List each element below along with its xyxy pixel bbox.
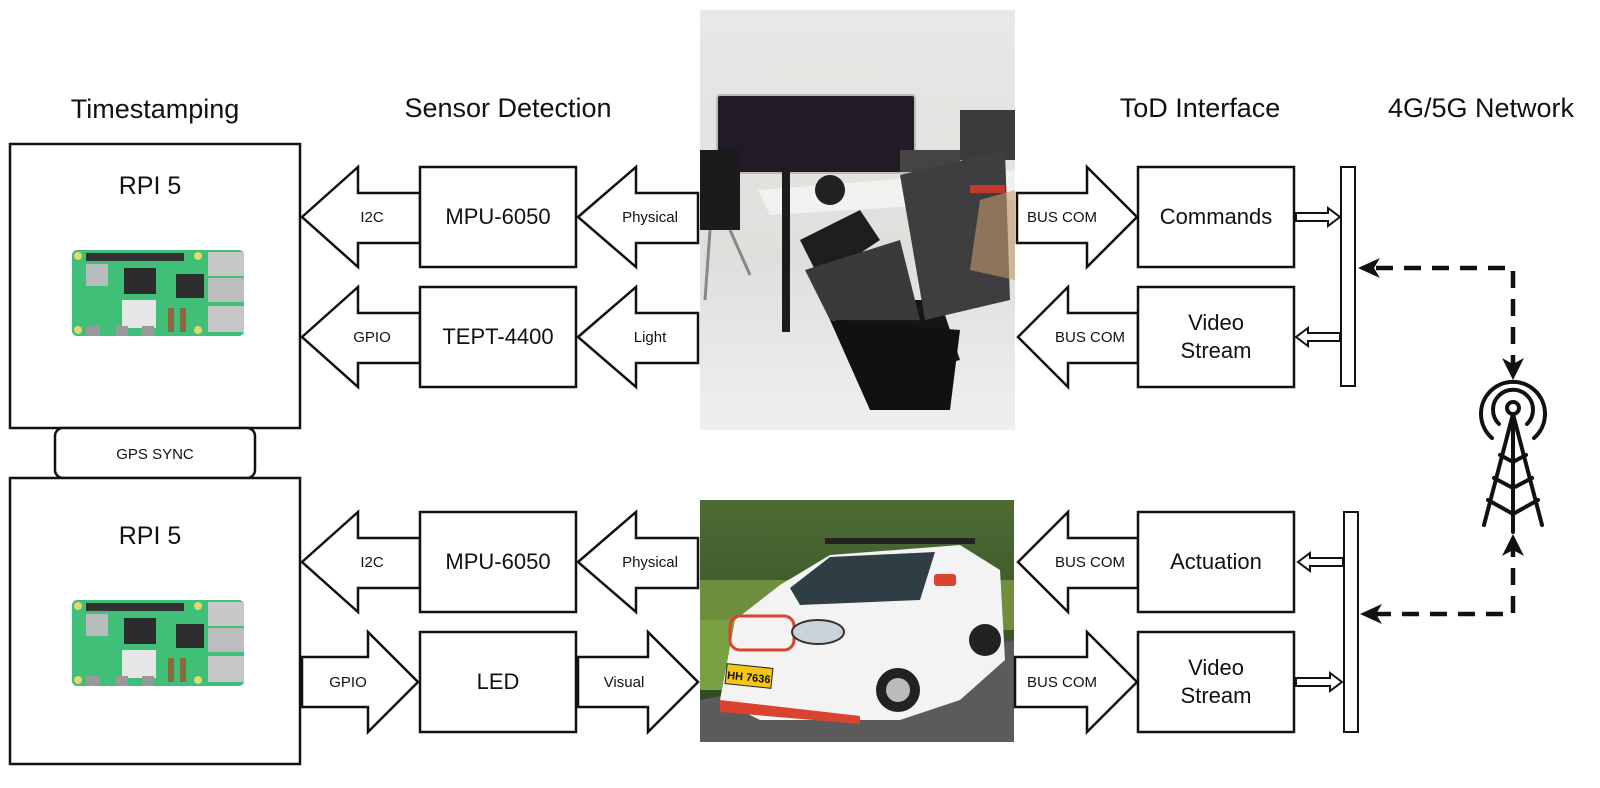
arrow-i2c-top: I2C (300, 164, 422, 270)
svg-text:BUS COM: BUS COM (1027, 674, 1097, 691)
header-network: 4G/5G Network (1388, 93, 1575, 123)
led-box: LED (418, 630, 578, 734)
arrow-light: Light (576, 284, 700, 390)
svg-text:Actuation: Actuation (1170, 549, 1262, 574)
svg-text:Video: Video (1188, 310, 1244, 335)
svg-text:I2C: I2C (360, 554, 384, 571)
arrow-visual: Visual (576, 628, 700, 736)
cell-tower-icon (1479, 379, 1547, 534)
raspberry-pi-image (72, 600, 244, 686)
tod-video-stream-bottom-box: Video Stream (1136, 630, 1296, 734)
svg-text:Stream: Stream (1181, 683, 1252, 708)
arrow-i2c-bottom: I2C (300, 509, 422, 615)
network-bus-top (1340, 166, 1356, 387)
svg-text:I2C: I2C (360, 209, 384, 226)
svg-text:BUS COM: BUS COM (1055, 329, 1125, 346)
svg-text:Commands: Commands (1160, 204, 1272, 229)
network-link-bottom (1360, 534, 1524, 624)
arrow-physical-top: Physical (576, 164, 700, 270)
svg-text:BUS COM: BUS COM (1027, 209, 1097, 226)
link-arrow-video-bus-bottom (1295, 671, 1344, 693)
rpi-bottom-label: RPI 5 (119, 522, 182, 550)
rpi-bottom-box: RPI 5 (8, 476, 302, 766)
link-arrow-commands-bus (1295, 206, 1342, 228)
tod-commands-box: Commands (1136, 165, 1296, 269)
svg-text:Physical: Physical (622, 554, 678, 571)
arrow-buscom-video-bottom: BUS COM (1013, 628, 1139, 736)
arrow-physical-bottom: Physical (576, 509, 700, 615)
link-arrow-bus-actuation (1296, 551, 1344, 573)
svg-text:Visual: Visual (604, 674, 645, 691)
arrow-gpio-bottom: GPIO (300, 628, 420, 736)
svg-text:Stream: Stream (1181, 338, 1252, 363)
svg-text:GPIO: GPIO (353, 329, 391, 346)
svg-text:Video: Video (1188, 655, 1244, 680)
svg-text:TEPT-4400: TEPT-4400 (442, 324, 553, 349)
sensor-mpu6050-bottom: MPU-6050 (418, 510, 578, 614)
network-link-top (1358, 258, 1524, 380)
sensor-mpu6050-top: MPU-6050 (418, 165, 578, 269)
header-timestamping: Timestamping (71, 94, 240, 124)
svg-text:LED: LED (477, 669, 520, 694)
svg-text:Light: Light (634, 329, 667, 346)
rpi-top-box: RPI 5 (8, 142, 302, 430)
header-tod-interface: ToD Interface (1120, 93, 1281, 123)
network-bus-bottom (1343, 511, 1359, 733)
tod-video-stream-top-box: Video Stream (1136, 285, 1296, 389)
sensor-tept4400: TEPT-4400 (418, 285, 578, 389)
test-vehicle-photo: HH 7636 (700, 500, 1014, 742)
svg-text:MPU-6050: MPU-6050 (445, 549, 550, 574)
svg-text:GPIO: GPIO (329, 674, 367, 691)
svg-text:Physical: Physical (622, 209, 678, 226)
gps-sync-box: GPS SYNC (53, 426, 257, 480)
svg-text:BUS COM: BUS COM (1055, 554, 1125, 571)
link-arrow-bus-video-top (1294, 326, 1341, 348)
arrow-buscom-commands: BUS COM (1015, 163, 1139, 271)
header-sensor-detection: Sensor Detection (404, 93, 611, 123)
driving-simulator-photo (700, 10, 1015, 430)
arrow-buscom-actuation: BUS COM (1016, 508, 1140, 616)
license-plate: HH 7636 (724, 663, 774, 689)
tod-actuation-box: Actuation (1136, 510, 1296, 614)
svg-text:MPU-6050: MPU-6050 (445, 204, 550, 229)
gps-sync-label: GPS SYNC (116, 446, 194, 463)
raspberry-pi-image (72, 250, 244, 336)
arrow-gpio-top: GPIO (300, 284, 422, 390)
svg-text:HH 7636: HH 7636 (727, 670, 771, 686)
arrow-buscom-video-top: BUS COM (1016, 283, 1140, 391)
rpi-top-label: RPI 5 (119, 172, 182, 200)
